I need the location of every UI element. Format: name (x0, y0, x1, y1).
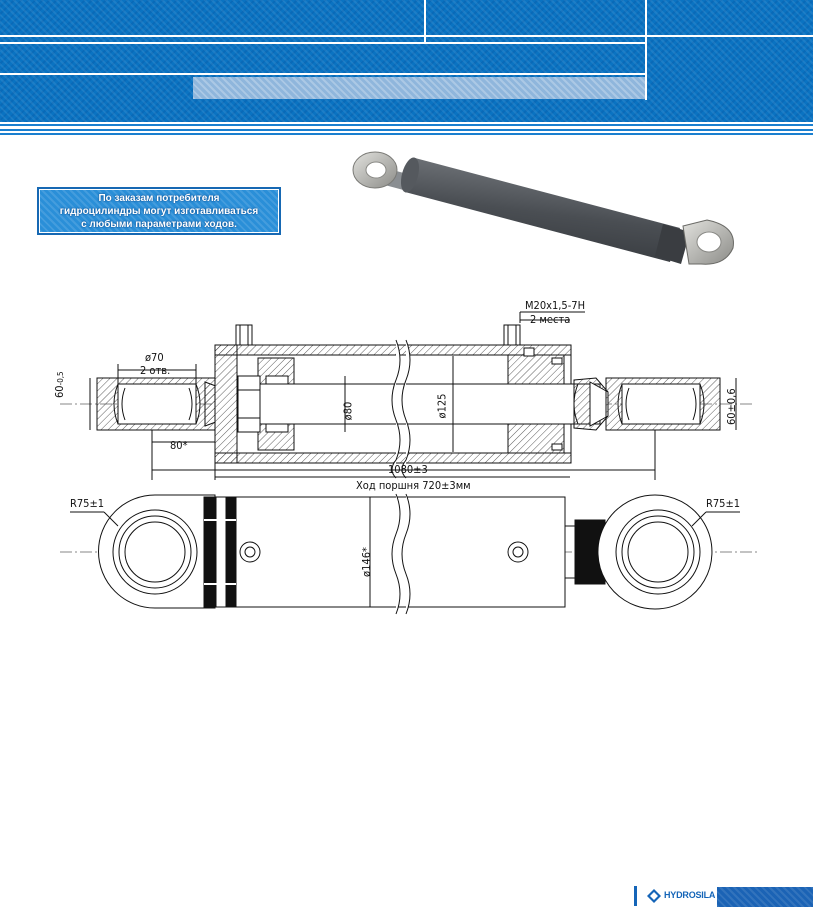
header-divider (0, 73, 645, 75)
barrel (405, 158, 680, 262)
stroke-label: Ход поршня 720±3мм (356, 479, 471, 492)
right-width-label: 60±0,6 (725, 388, 738, 425)
header-divider (645, 0, 647, 100)
hole-dia-label: ø70 (145, 351, 164, 364)
note-line: По заказам потребителя (98, 193, 220, 204)
thread-count-label: 2 места (530, 313, 571, 326)
header-light-field (193, 77, 645, 99)
footer-block (717, 887, 813, 907)
thread-label: M20x1,5-7H (525, 299, 586, 312)
note-box: По заказам потребителя гидроцилиндры мог… (37, 187, 281, 235)
header-stripes (0, 122, 813, 136)
overall-length-label: 1080±3 (388, 463, 428, 476)
header-divider (424, 0, 426, 44)
header-divider (0, 35, 645, 37)
technical-drawing (60, 311, 760, 615)
left-width-label: 60-0,5 (53, 371, 66, 398)
header-banner (0, 0, 813, 122)
cylinder-photo (352, 151, 734, 265)
note-line: гидроцилиндры могут изготавливаться (59, 206, 259, 217)
header-divider (645, 35, 813, 37)
brand-name: HYDROSILA (664, 890, 716, 900)
radius-left-label: R75±1 (70, 497, 105, 510)
body-dia-label: ø146* (359, 547, 373, 577)
offset-label: 80* (170, 439, 188, 452)
header-divider (0, 42, 645, 44)
hydrosila-logo-icon (647, 889, 661, 903)
radius-right-label: R75±1 (706, 497, 741, 510)
rod-dia-label: ø80 (341, 401, 355, 421)
bore-dia-label: ø125 (435, 393, 449, 419)
note-line: с любыми параметрами ходов. (81, 219, 237, 230)
hole-count-label: 2 отв. (140, 364, 171, 377)
